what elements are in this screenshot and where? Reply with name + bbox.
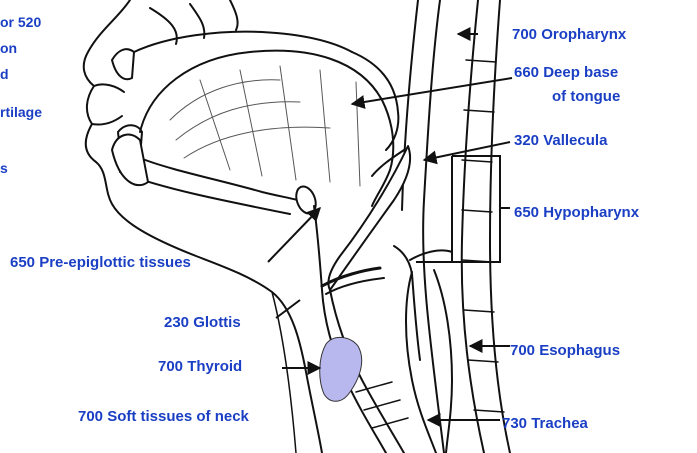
label-trachea: 730 Trachea [502, 415, 588, 432]
label-deep-base: 660 Deep base [514, 64, 618, 81]
label-pre-epiglottic: 650 Pre-epiglottic tissues [10, 254, 191, 271]
label-deep-base-line2: of tongue [552, 88, 620, 105]
label-esophagus: 700 Esophagus [510, 342, 620, 359]
cutoff-label: rtilage [0, 104, 42, 121]
label-vallecula: 320 Vallecula [514, 132, 607, 149]
cutoff-label: s [0, 160, 8, 177]
label-soft-tissues: 700 Soft tissues of neck [78, 408, 249, 425]
cutoff-label: on [0, 40, 17, 57]
label-hypopharynx: 650 Hypopharynx [514, 204, 639, 221]
label-oropharynx: 700 Oropharynx [512, 26, 626, 43]
label-thyroid: 700 Thyroid [158, 358, 242, 375]
cutoff-label: d [0, 66, 9, 83]
cutoff-label: or 520 [0, 14, 41, 31]
label-glottis: 230 Glottis [164, 314, 241, 331]
